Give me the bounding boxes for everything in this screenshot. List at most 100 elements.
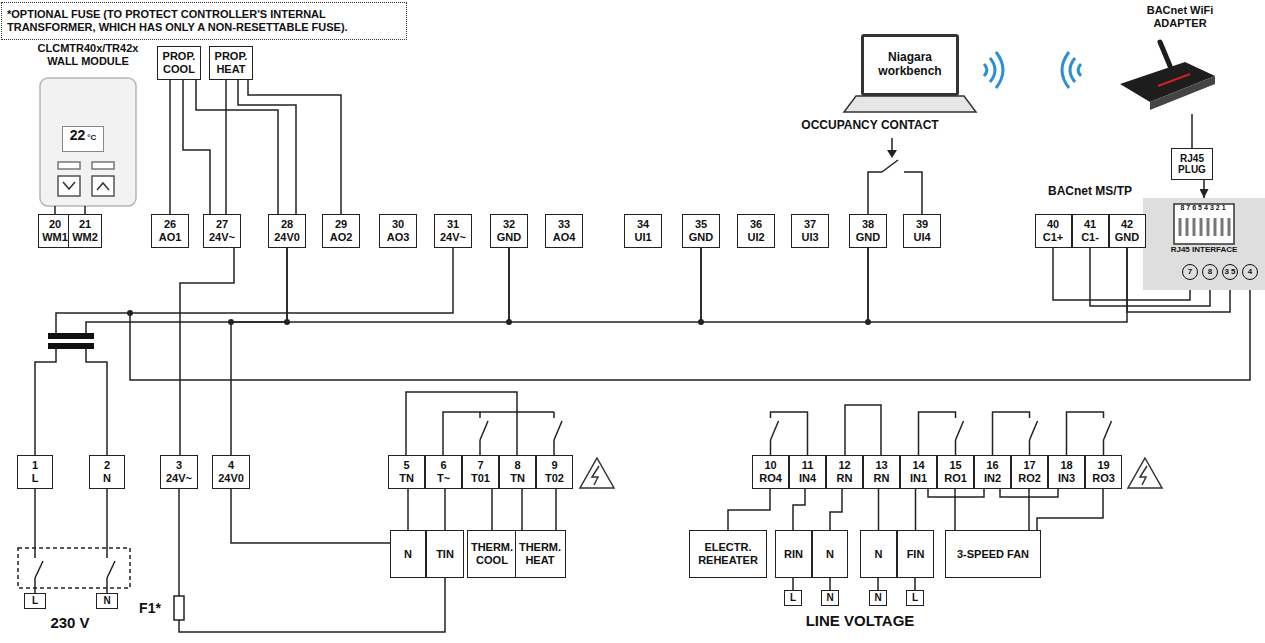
- junction-dot: [228, 319, 234, 325]
- node-text: L: [912, 593, 918, 603]
- node-text: 15: [949, 459, 961, 472]
- wire-connector: [509, 248, 701, 322]
- note-label: BACnet MS/TP: [1048, 184, 1132, 198]
- node-text: 36: [750, 218, 762, 231]
- node-text: IN3: [1058, 472, 1075, 485]
- wall-module-body: [40, 78, 136, 206]
- node-text: N: [874, 593, 881, 603]
- wire-connector: [1000, 489, 1058, 497]
- wall-module-body: [40, 78, 136, 206]
- wire-connector: [225, 80, 227, 214]
- terminal-box: 26AO1: [151, 214, 189, 248]
- node-text: 12: [838, 459, 850, 472]
- terminal-box: 35GND: [682, 214, 720, 248]
- supply-box: L: [24, 593, 46, 609]
- node-text: 6: [440, 459, 446, 472]
- node-text: RN: [874, 472, 890, 485]
- node-text: 34: [637, 218, 649, 231]
- device-box: TIN: [426, 530, 464, 578]
- supply-box: N: [869, 590, 887, 606]
- wire-connector: [1090, 248, 1210, 306]
- wifi-adapter: BACnet WiFi ADAPTER: [1120, 4, 1240, 114]
- node-text: 87654321: [1180, 204, 1227, 212]
- terminal-box: 14IN1: [900, 455, 937, 489]
- node-text: RO2: [1018, 472, 1041, 485]
- terminal-box: 29AO2: [322, 214, 360, 248]
- transformer: [48, 333, 94, 339]
- node-text: 24V~: [166, 472, 192, 485]
- node-text: T~: [437, 472, 450, 485]
- node-text: 37: [804, 218, 816, 231]
- wire-connector: [1037, 489, 1103, 530]
- node-text: Niagara workbench: [864, 51, 956, 79]
- rj45-plug: RJ45 PLUG: [1171, 148, 1213, 180]
- wire-connector: [915, 489, 917, 530]
- warning-symbol: [1128, 458, 1162, 488]
- laptop-base: [844, 96, 976, 112]
- junction-dot: [506, 319, 512, 325]
- node-text: GND: [689, 231, 713, 244]
- device-box: ELECTR. REHEATER: [689, 530, 767, 578]
- terminal-box: 13RN: [863, 455, 900, 489]
- node-text: TN: [510, 472, 525, 485]
- relay-contact: [993, 412, 1038, 455]
- node-text: WM1: [42, 231, 68, 244]
- relay-contact: [443, 412, 1112, 455]
- device-box: RIN: [775, 530, 812, 578]
- node-text: RIN: [784, 548, 803, 561]
- rj45-panel: [1174, 204, 1234, 244]
- router-picture: [1158, 74, 1190, 86]
- node-text: 41: [1084, 218, 1096, 231]
- node-text: N: [875, 548, 883, 561]
- node-text: 10: [764, 459, 776, 472]
- node-text: UI4: [913, 231, 930, 244]
- node-text: CLCMTR40x/TR42x WALL MODULE: [28, 42, 148, 67]
- wire-connector: [231, 248, 287, 455]
- node-text: 22: [70, 127, 86, 143]
- node-text: N: [404, 548, 412, 561]
- pin-number: 7: [1182, 264, 1198, 280]
- terminal-box: 16IN2: [974, 455, 1011, 489]
- router-picture: [1120, 42, 1215, 110]
- device-box: 3-SPEED FAN: [945, 530, 1041, 578]
- wire-connector: [728, 489, 770, 530]
- device-box: THERM. COOL: [467, 530, 518, 578]
- node-text: L: [32, 472, 39, 485]
- wire-connector: [1028, 489, 1030, 530]
- node-text: 39: [916, 218, 928, 231]
- node-text: 19: [1097, 459, 1109, 472]
- node-text: 2: [104, 459, 110, 472]
- terminal-box: 324V~: [160, 455, 198, 489]
- node-text: °C: [87, 133, 96, 142]
- terminal-box: 20WM1: [38, 214, 72, 248]
- node-text: 4: [228, 459, 234, 472]
- laptop-screen: Niagara workbench: [861, 34, 959, 96]
- terminal-box: 6T~: [425, 455, 462, 489]
- node-text: TN: [399, 472, 414, 485]
- terminal-box: 21WM2: [68, 214, 102, 248]
- wall-module-body: [63, 182, 109, 190]
- wire-connector: [829, 578, 831, 590]
- terminal-box: 34UI1: [624, 214, 662, 248]
- junction-dot: [698, 319, 704, 325]
- wire-connector: [169, 80, 171, 214]
- terminal-box: 7T01: [462, 455, 499, 489]
- node-text: UI3: [801, 231, 818, 244]
- junction-dot: [284, 319, 290, 325]
- wire-connector: [248, 80, 341, 214]
- node-text: IN4: [799, 472, 816, 485]
- terminal-box: 2724V~: [203, 214, 241, 248]
- node-text: RN: [837, 472, 853, 485]
- node-text: 8: [514, 459, 520, 472]
- junction-dot: [127, 310, 133, 316]
- wire-connector: [830, 489, 842, 530]
- wire-connector: [491, 489, 493, 530]
- occupancy-switch: [868, 138, 922, 214]
- wifi-symbol: [984, 52, 1081, 88]
- terminal-box: 17RO2: [1011, 455, 1048, 489]
- wire-connector: [238, 80, 296, 214]
- terminal-box: 38GND: [849, 214, 887, 248]
- wall-module: CLCMTR40x/TR42x WALL MODULE 22°C: [28, 42, 148, 206]
- node-text: RO3: [1092, 472, 1115, 485]
